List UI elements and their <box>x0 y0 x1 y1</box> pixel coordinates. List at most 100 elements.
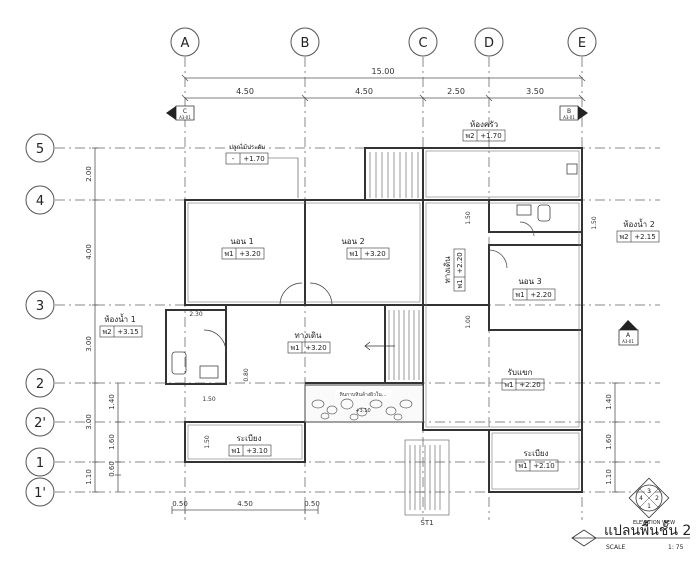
living-level: +2.20 <box>519 381 540 389</box>
corridor-code: พ1 <box>456 279 464 288</box>
bed2-level: +3.20 <box>364 250 385 258</box>
dim-kitchen-150: 1.50 <box>465 211 472 225</box>
bed3-code: พ1 <box>515 291 524 299</box>
dim-cd: 2.50 <box>447 87 465 96</box>
grid-row-1-label: 1 <box>36 456 44 471</box>
door-swings <box>203 221 535 353</box>
dim-total: 15.00 <box>372 67 395 76</box>
section-marker-a-sheet: A3-01 <box>622 339 634 344</box>
stone-band: หินกาบหินล้างผิวใน... +3.10 <box>304 384 424 423</box>
dim-v-1-bottom: 0.60 <box>108 461 116 477</box>
stair-middle <box>388 310 420 380</box>
bed3-name: นอน 3 <box>518 277 541 286</box>
grid-row-4-label: 4 <box>36 194 44 209</box>
dim-bath2-150: 1.50 <box>591 216 598 230</box>
hall-level: +3.20 <box>305 344 326 352</box>
bath1-level: +3.15 <box>117 328 138 336</box>
bath2-level: +2.15 <box>634 233 655 241</box>
grid-column-a-label: A <box>181 36 190 51</box>
hall-name: ทางเดิน <box>294 331 322 340</box>
grid-row-2-label: 2 <box>36 377 44 392</box>
grid-row-2p-label: 2' <box>34 416 46 431</box>
porch1-name: ระเบียง <box>237 434 262 443</box>
bath2-fixtures <box>516 163 578 222</box>
dim-small-080: 0.80 <box>243 368 250 382</box>
elevation-view-n1: 1 <box>647 503 651 510</box>
room-labels: นอน 1 พ1 +3.20 นอน 2 พ1 +3.20 นอน 3 พ1 +… <box>99 120 660 472</box>
bath1-fixtures <box>171 351 219 379</box>
grid-row-3-label: 3 <box>36 299 44 314</box>
bath2-code: พ2 <box>619 233 628 241</box>
small-dimensions: 2.30 0.80 1.50 1.50 1.50 1.00 1.50 <box>189 211 598 449</box>
elevation-view-label: ELEVATION VIEW <box>633 520 675 526</box>
bed1-name: นอน 1 <box>230 237 253 246</box>
section-marker-c-letter: C <box>183 108 187 115</box>
section-marker-b-sheet: A3-01 <box>563 115 575 120</box>
kitchen-code: พ2 <box>465 132 474 140</box>
bed1-code: พ1 <box>224 250 233 258</box>
stair-upper <box>369 152 419 198</box>
dim-ab: 4.50 <box>236 87 254 96</box>
stone-band-label: หินกาบหินล้างผิวใน... <box>339 391 387 398</box>
elevation-view-symbol: 3 4 2 1 ELEVATION VIEW <box>628 477 675 526</box>
living-code: พ1 <box>504 381 513 389</box>
porch2-name: ระเบียง <box>524 449 549 458</box>
dim-r-2p-1: 1.60 <box>605 434 613 450</box>
porch2-level: +2.10 <box>533 462 554 470</box>
planter-code: - <box>232 155 235 163</box>
top-dimensions <box>181 74 586 102</box>
elevation-view-n4: 4 <box>639 495 643 502</box>
section-marker-c-sheet: A3-01 <box>179 115 191 120</box>
planter-leader <box>268 157 299 198</box>
grid-column-b-label: B <box>301 36 310 51</box>
dim-v-5-4: 2.00 <box>85 166 93 182</box>
bath1-name: ห้องน้ำ 1 <box>104 313 136 324</box>
dim-bottom-b-right: 0.50 <box>304 500 320 508</box>
dim-porch-150: 1.50 <box>204 435 211 449</box>
section-marker-a: A A3-01 <box>618 320 639 346</box>
living-name: รับแขก <box>508 368 533 377</box>
dim-v-3-2: 3.00 <box>85 336 93 352</box>
dim-small-230: 2.30 <box>189 311 203 318</box>
walls <box>165 147 583 493</box>
bed1-level: +3.20 <box>239 250 260 258</box>
elevation-view-n2: 2 <box>655 495 659 502</box>
dim-bottom-a-left: 0.50 <box>172 500 188 508</box>
title-block: แปลนพื้นชั้น 2 SCALE 1: 75 <box>571 520 691 551</box>
bed3-level: +2.20 <box>530 291 551 299</box>
right-dimensions <box>612 382 618 493</box>
stair-lower <box>404 439 450 516</box>
dim-v-2-2p: 1.40 <box>108 394 116 410</box>
bed2-code: พ1 <box>349 250 358 258</box>
dim-bottom-ab: 4.50 <box>237 500 253 508</box>
planter-name: ปลูกไม้ประดับ <box>229 143 265 151</box>
porch2-code: พ1 <box>518 462 527 470</box>
corridor-level: +2.20 <box>456 252 464 273</box>
grid-row-1p-label: 1' <box>34 486 46 501</box>
hall-code: พ1 <box>290 344 299 352</box>
stair-label: ST1 <box>420 519 433 527</box>
grid-row-5-label: 5 <box>36 142 44 157</box>
dim-v-2p-1: 1.60 <box>108 434 116 450</box>
kitchen-level: +1.70 <box>480 132 501 140</box>
dim-v-4-3: 4.00 <box>85 244 93 260</box>
dim-de: 3.50 <box>526 87 544 96</box>
dim-corr-100: 1.00 <box>465 315 472 329</box>
elevation-view-n3: 3 <box>647 488 651 495</box>
planter-level: +1.70 <box>243 155 264 163</box>
drawing-scale-value: 1: 75 <box>668 544 684 551</box>
bath1-code: พ2 <box>102 328 111 336</box>
stone-band-level: +3.10 <box>355 408 370 414</box>
grid-column-d-label: D <box>484 36 494 51</box>
kitchen-name: ห้องครัว <box>470 120 498 129</box>
dim-r-1-1p: 1.10 <box>605 469 613 485</box>
drawing-scale-label: SCALE <box>606 544 625 551</box>
grid-column-c-label: C <box>418 36 427 51</box>
section-marker-c: C A3-01 <box>166 105 195 121</box>
hall-arrow <box>364 341 395 351</box>
dim-v-1-1p: 1.10 <box>85 469 93 485</box>
bed2-name: นอน 2 <box>341 237 364 246</box>
section-marker-b: B A3-01 <box>559 105 588 121</box>
